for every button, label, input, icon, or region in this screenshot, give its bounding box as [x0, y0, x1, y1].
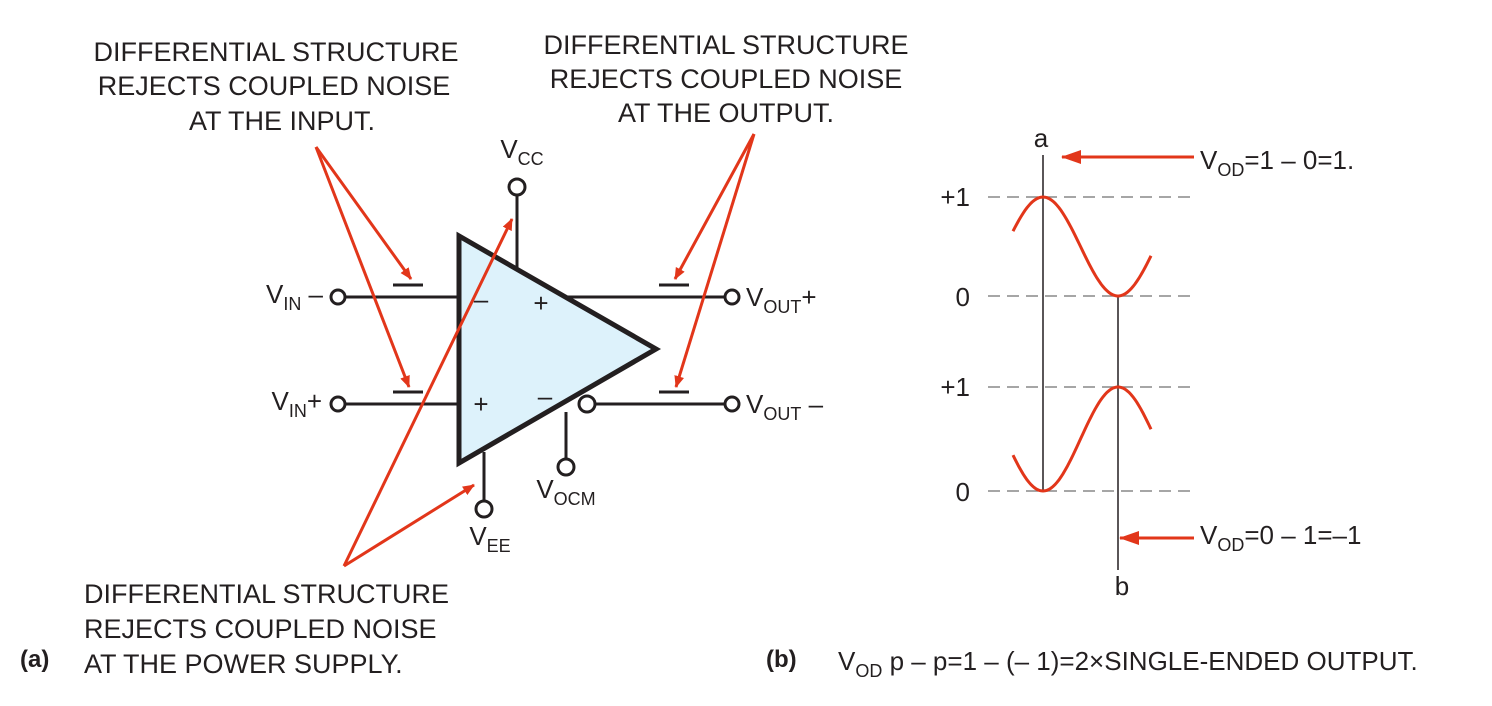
- arrow-output-top: [673, 133, 756, 280]
- marker-a-label: a: [1034, 123, 1049, 153]
- level-top-plus1: +1: [940, 182, 970, 212]
- panel-a: DIFFERENTIAL STRUCTURE REJECTS COUPLED N…: [20, 30, 909, 679]
- terminal-vout-plus: [723, 288, 741, 306]
- reference-lines: [988, 196, 1190, 492]
- diff-amp-triangle: [456, 231, 662, 468]
- level-top-zero: 0: [956, 282, 970, 312]
- sign-out-bottom: –: [538, 381, 553, 411]
- panel-b-label: (b): [766, 646, 797, 673]
- pin-label-vin-minus: VIN –: [266, 279, 324, 314]
- vod-a-label: VOD=1 – 0=1.: [1200, 145, 1354, 180]
- sign-in-bottom: +: [473, 389, 488, 419]
- terminal-vee: [474, 499, 494, 519]
- terminals: [329, 177, 741, 519]
- level-bottom-zero: 0: [956, 477, 970, 507]
- callout-input-line-1: DIFFERENTIAL STRUCTURE: [93, 37, 458, 67]
- waveform-top: [1011, 195, 1153, 298]
- level-bottom-plus1: +1: [940, 372, 970, 402]
- arrow-power-vcc: [342, 218, 514, 567]
- callout-power-line-2: REJECTS COUPLED NOISE: [84, 614, 437, 644]
- terminal-vin-minus: [329, 288, 347, 306]
- inversion-bubble: [577, 394, 597, 414]
- callout-output-line-3: AT THE OUTPUT.: [618, 98, 834, 128]
- wires: [345, 196, 725, 500]
- arrow-output-bottom: [674, 133, 756, 388]
- panel-a-label: (a): [20, 646, 49, 673]
- pin-label-vocm: VOCM: [536, 474, 595, 509]
- terminal-vout-minus: [723, 395, 741, 413]
- arrow-power-vee: [343, 483, 475, 568]
- terminal-vocm: [556, 457, 576, 477]
- callout-output-line-2: REJECTS COUPLED NOISE: [550, 64, 903, 94]
- vod-b-label: VOD=0 – 1=–1: [1200, 520, 1361, 555]
- terminal-vin-plus: [329, 395, 347, 413]
- callout-output-line-1: DIFFERENTIAL STRUCTURE: [543, 30, 908, 60]
- callout-power-line-3: AT THE POWER SUPPLY.: [84, 649, 403, 679]
- panel-b-caption: VOD p – p=1 – (– 1)=2×SINGLE-ENDED OUTPU…: [838, 646, 1418, 681]
- waveform-bottom: [1011, 385, 1153, 493]
- arrow-input-bottom: [314, 146, 411, 388]
- pin-label-vin-plus: VIN+: [271, 386, 322, 421]
- arrow-input-top: [314, 146, 413, 280]
- pin-label-vout-minus: VOUT –: [746, 389, 824, 424]
- noise-bars: [393, 283, 689, 394]
- callout-input-line-3: AT THE INPUT.: [189, 106, 375, 136]
- pin-label-vcc: VCC: [500, 134, 543, 169]
- marker-b-label: b: [1115, 571, 1129, 601]
- pin-label-vout-plus: VOUT+: [746, 282, 817, 317]
- panel-b: a b +1 0 +1 0 VOD=1 – 0=1. VOD=0 – 1=–1 …: [766, 123, 1418, 681]
- callout-arrows: [314, 133, 756, 568]
- sign-out-top: +: [533, 288, 548, 318]
- pin-label-vee: VEE: [469, 521, 510, 556]
- callout-power-line-1: DIFFERENTIAL STRUCTURE: [84, 579, 449, 609]
- callout-input-line-2: REJECTS COUPLED NOISE: [98, 71, 451, 101]
- sign-in-top: –: [474, 284, 489, 314]
- terminal-vcc: [507, 177, 527, 197]
